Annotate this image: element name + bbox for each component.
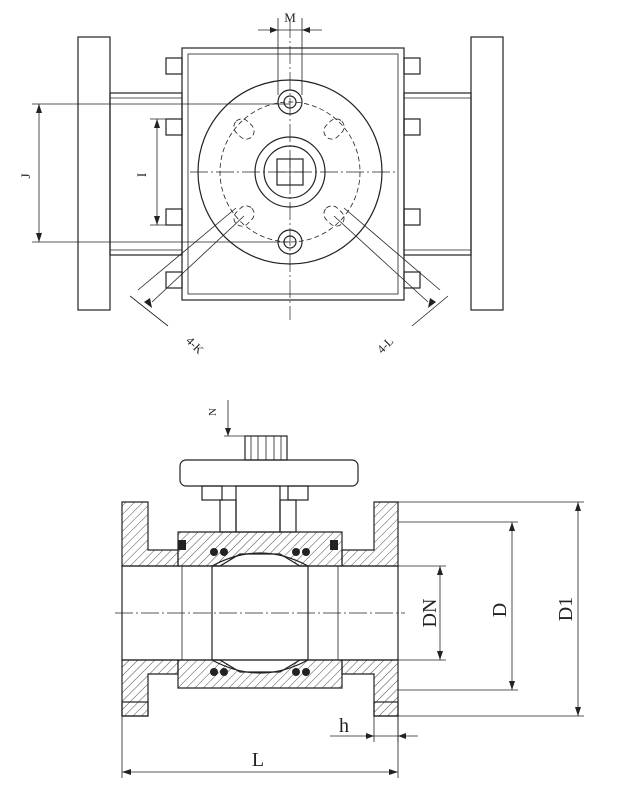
dim-d1-label: D1	[555, 597, 577, 621]
dim-i: I	[134, 118, 182, 226]
dim-dn: DN	[398, 565, 446, 661]
callout-4k-label: 4-K	[183, 334, 206, 357]
seals	[178, 540, 338, 676]
dim-h-label: h	[339, 715, 349, 737]
bolt-group	[165, 57, 421, 289]
dim-d1: D1	[398, 501, 584, 717]
mount-holes	[233, 118, 345, 227]
top-view: M I J 4-K	[18, 10, 504, 357]
callout-4k: 4-K	[129, 207, 245, 357]
right-flange	[470, 36, 504, 311]
body-block	[181, 47, 405, 301]
dim-h: h	[330, 715, 418, 742]
callout-4l-label: 4-L	[374, 334, 396, 356]
dim-dn-label: DN	[419, 599, 441, 628]
dim-m-label: M	[284, 10, 296, 25]
dim-m: M	[258, 10, 322, 95]
dim-d: D	[398, 521, 518, 691]
callout-4l: 4-L	[333, 207, 449, 356]
dim-n: N	[207, 400, 245, 437]
right-pipe	[403, 92, 472, 256]
top-plate	[179, 459, 359, 487]
left-flange	[77, 36, 111, 311]
dim-j-label: J	[18, 173, 33, 178]
ball	[211, 552, 309, 567]
dim-n-label: N	[207, 408, 219, 416]
dim-l-label: L	[252, 749, 264, 771]
dim-d-label: D	[489, 603, 511, 617]
dim-i-label: I	[134, 173, 149, 177]
dim-l: L	[121, 716, 399, 778]
dim-j: J	[18, 103, 290, 243]
section-view: N	[115, 400, 584, 778]
